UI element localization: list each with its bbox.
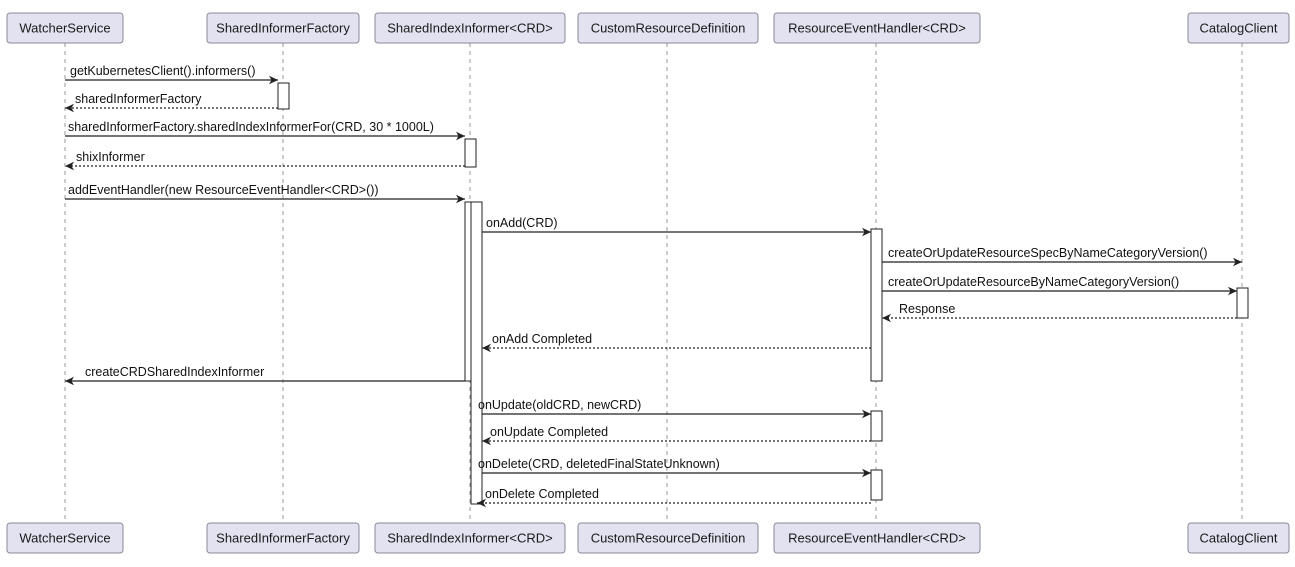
participant-footer-catalog[interactable]: CatalogClient — [1187, 522, 1290, 554]
participant-box-rect — [206, 522, 360, 554]
participant-header-handler[interactable]: ResourceEventHandler<CRD> — [773, 12, 981, 44]
message-label: shixInformer — [76, 150, 145, 164]
activation-bar-catalog — [1236, 287, 1249, 319]
message-m11: createCRDSharedIndexInformer — [65, 365, 465, 386]
participant-box-rect — [1187, 522, 1290, 554]
message-label: sharedInformerFactory — [75, 92, 202, 106]
activation-bar-shix — [470, 201, 483, 505]
message-arrowhead — [65, 376, 74, 386]
participant-label: CustomResourceDefinition — [591, 530, 746, 545]
message-arrowhead — [456, 131, 465, 141]
participant-header-row: WatcherService SharedInformerFactory Share… — [6, 12, 1290, 44]
message-m8: createOrUpdateResourceByNameCategoryVers… — [882, 275, 1237, 296]
participant-box-rect — [206, 12, 360, 44]
message-m4: shixInformer — [65, 150, 465, 171]
message-label: Response — [899, 302, 955, 316]
message-m5: addEventHandler(new ResourceEventHandler… — [65, 183, 465, 204]
message-arrowhead — [1228, 286, 1237, 296]
participant-header-watcher[interactable]: WatcherService — [6, 12, 124, 44]
message-arrowhead — [1233, 257, 1242, 267]
message-m3: sharedInformerFactory.sharedIndexInforme… — [65, 120, 465, 141]
message-m6: onAdd(CRD) — [482, 216, 871, 237]
participant-box-rect — [374, 12, 566, 44]
participant-header-shix[interactable]: SharedIndexInformer<CRD> — [374, 12, 566, 44]
participant-box-rect — [6, 522, 124, 554]
message-m14: onDelete(CRD, deletedFinalStateUnknown) — [478, 457, 871, 478]
message-m15: onDelete Completed — [477, 487, 871, 508]
message-arrowhead — [882, 313, 891, 323]
message-label: addEventHandler(new ResourceEventHandler… — [68, 183, 379, 197]
participant-label: ResourceEventHandler<CRD> — [788, 530, 966, 545]
message-label: onAdd(CRD) — [486, 216, 558, 230]
message-label: onUpdate(oldCRD, newCRD) — [478, 398, 641, 412]
message-m2: sharedInformerFactory — [65, 92, 278, 113]
activation-bar-factory — [277, 82, 290, 110]
message-m12: onUpdate(oldCRD, newCRD) — [478, 398, 871, 419]
message-arrowhead — [862, 409, 871, 419]
participant-header-catalog[interactable]: CatalogClient — [1187, 12, 1290, 44]
participant-footer-handler[interactable]: ResourceEventHandler<CRD> — [773, 522, 981, 554]
activation-bar-handler — [870, 469, 883, 501]
messages-layer: getKubernetesClient().informers() sharedI… — [65, 64, 1242, 508]
message-m13: onUpdate Completed — [482, 425, 871, 446]
participant-box-rect — [1187, 12, 1290, 44]
message-label: onDelete Completed — [485, 487, 599, 501]
message-label: createOrUpdateResourceByNameCategoryVers… — [888, 275, 1179, 289]
participant-label: SharedIndexInformer<CRD> — [387, 20, 552, 35]
message-m7: createOrUpdateResourceSpecByNameCategory… — [882, 246, 1242, 267]
message-label: getKubernetesClient().informers() — [70, 64, 256, 78]
participant-header-crd[interactable]: CustomResourceDefinition — [577, 12, 759, 44]
message-label: onUpdate Completed — [490, 425, 608, 439]
message-label: createCRDSharedIndexInformer — [85, 365, 264, 379]
message-arrowhead — [482, 343, 491, 353]
participant-label: ResourceEventHandler<CRD> — [788, 20, 966, 35]
participant-label: CatalogClient — [1199, 20, 1277, 35]
participant-footer-factory[interactable]: SharedInformerFactory — [206, 522, 360, 554]
message-m1: getKubernetesClient().informers() — [65, 64, 278, 85]
message-arrowhead — [65, 103, 74, 113]
activations-layer — [277, 82, 1249, 505]
message-label: onAdd Completed — [492, 332, 592, 346]
participant-box-rect — [374, 522, 566, 554]
participant-label: SharedIndexInformer<CRD> — [387, 530, 552, 545]
participant-footer-crd[interactable]: CustomResourceDefinition — [577, 522, 759, 554]
message-arrowhead — [482, 436, 491, 446]
activation-bar-handler — [870, 228, 883, 382]
participant-footer-watcher[interactable]: WatcherService — [6, 522, 124, 554]
message-m9: Response — [882, 302, 1237, 323]
message-arrowhead — [862, 468, 871, 478]
message-arrowhead — [456, 194, 465, 204]
participant-box-rect — [773, 522, 981, 554]
message-arrowhead — [65, 161, 74, 171]
participant-label: SharedInformerFactory — [216, 530, 350, 545]
participant-label: CatalogClient — [1199, 530, 1277, 545]
message-label: sharedInformerFactory.sharedIndexInforme… — [68, 120, 434, 134]
participant-footer-row: WatcherService SharedInformerFactory Share… — [6, 522, 1290, 554]
participant-box-rect — [773, 12, 981, 44]
participant-label: WatcherService — [19, 530, 110, 545]
participant-box-rect — [577, 12, 759, 44]
participant-label: SharedInformerFactory — [216, 20, 350, 35]
message-arrowhead — [862, 227, 871, 237]
participant-header-factory[interactable]: SharedInformerFactory — [206, 12, 360, 44]
activation-bar-shix — [464, 138, 477, 168]
message-arrowhead — [269, 75, 278, 85]
message-label: createOrUpdateResourceSpecByNameCategory… — [888, 246, 1208, 260]
participant-box-rect — [6, 12, 124, 44]
message-m10: onAdd Completed — [482, 332, 871, 353]
participant-footer-shix[interactable]: SharedIndexInformer<CRD> — [374, 522, 566, 554]
message-arrowhead — [477, 498, 486, 508]
message-label: onDelete(CRD, deletedFinalStateUnknown) — [478, 457, 720, 471]
participant-label: CustomResourceDefinition — [591, 20, 746, 35]
activation-bar-handler — [870, 410, 883, 442]
participant-label: WatcherService — [19, 20, 110, 35]
participant-box-rect — [577, 522, 759, 554]
